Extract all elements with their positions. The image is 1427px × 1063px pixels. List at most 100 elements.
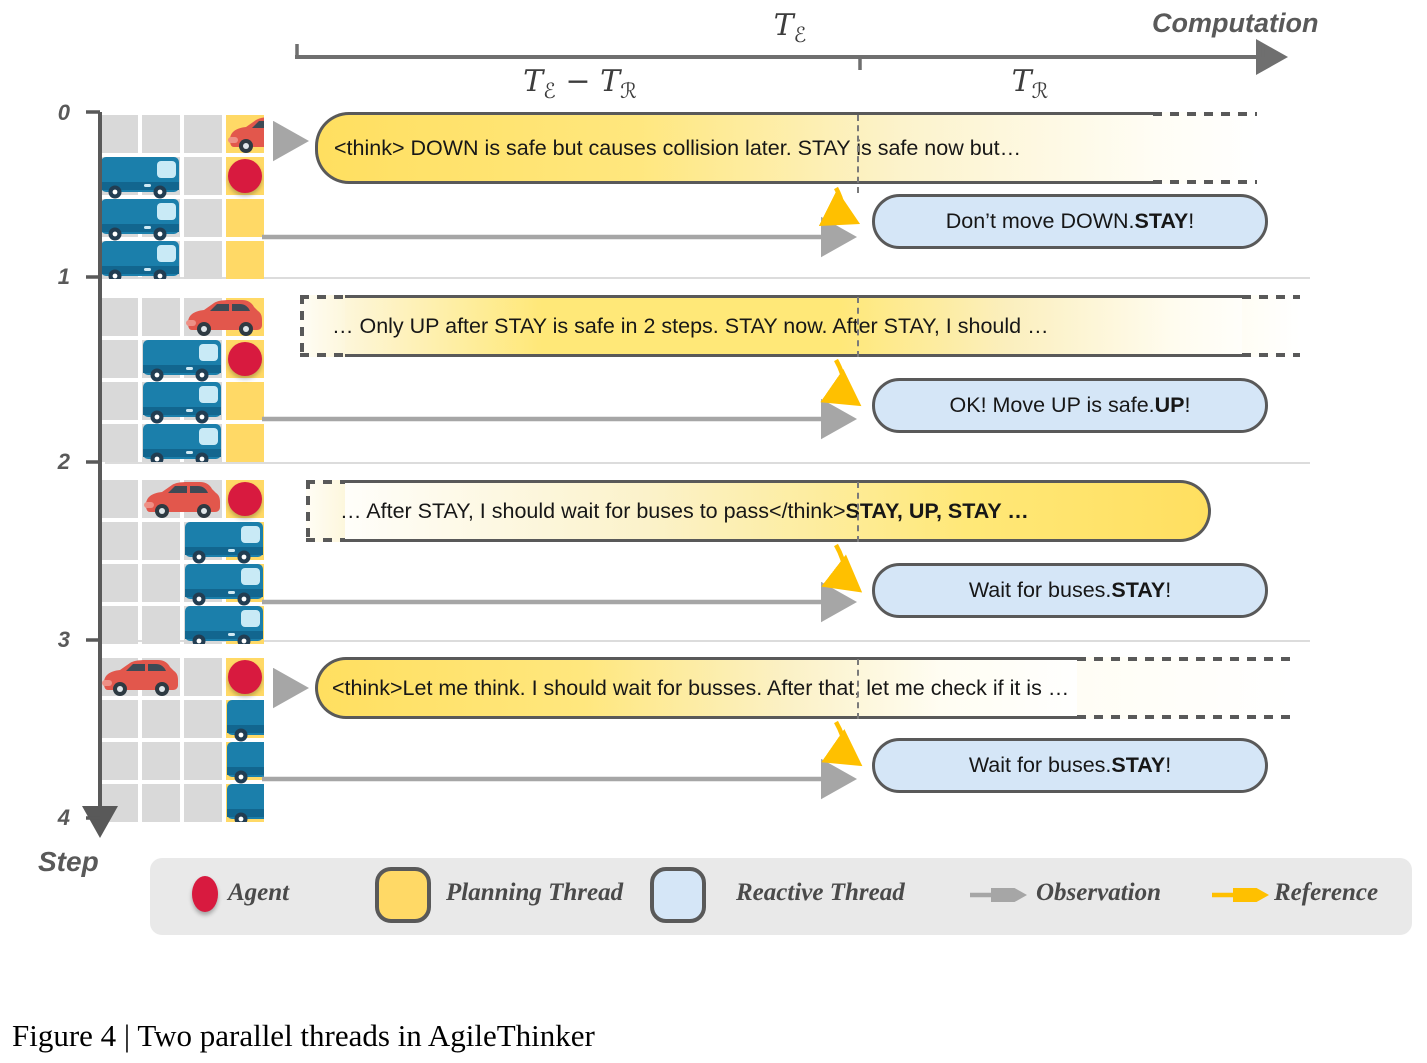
reference-arrow-0 xyxy=(818,186,861,227)
bus-icon xyxy=(226,698,264,747)
legend-label-agent: Agent xyxy=(228,879,290,906)
computation-axis xyxy=(295,39,1288,75)
road-cell xyxy=(184,199,222,237)
step-tick-1: 1 xyxy=(57,264,70,289)
planning-text: … Only UP after STAY is safe in 2 steps.… xyxy=(332,295,1049,357)
planning-text: … After STAY, I should wait for buses to… xyxy=(340,480,1029,542)
timeline-left-label: Tℰ − Tℛ xyxy=(523,64,637,103)
road-cell xyxy=(142,522,180,560)
text-segment: ! xyxy=(1184,393,1191,417)
bus-icon xyxy=(226,740,264,789)
bus-icon xyxy=(142,338,222,387)
timeline-right-label: Tℛ xyxy=(1011,64,1049,103)
text-segment: OK! Move UP is safe. xyxy=(949,393,1155,417)
row-separator xyxy=(105,462,1310,464)
reactive-thread-legend-icon xyxy=(650,867,706,923)
text-segment: <think>Let me think. I should wait for b… xyxy=(332,675,1070,700)
road-cell xyxy=(184,700,222,738)
legend: Agent Planning Thread Reactive Thread Ob… xyxy=(150,858,1412,935)
agent-dot xyxy=(228,342,262,376)
planning-box-continuation xyxy=(306,480,345,542)
agent-legend-icon xyxy=(192,876,218,912)
planning-box-continuation xyxy=(1242,295,1300,357)
legend-label-observation: Observation xyxy=(1036,879,1161,906)
road-cell xyxy=(100,564,138,602)
text-segment: <think> DOWN is safe but causes collisio… xyxy=(334,135,1022,160)
road-cell xyxy=(184,784,222,822)
car-icon xyxy=(226,115,264,159)
reference-arrow-1 xyxy=(820,358,862,407)
agent-dot xyxy=(228,660,262,694)
step-tick-2: 2 xyxy=(57,449,70,474)
road-cell xyxy=(184,658,222,696)
reactive-box-step-2: Wait for buses. STAY! xyxy=(872,563,1268,618)
deadline-divider xyxy=(857,659,859,719)
planning-box-step-1 xyxy=(345,295,1242,357)
deadline-divider xyxy=(857,115,859,193)
text-segment: … After STAY, I should wait for buses to… xyxy=(340,498,846,523)
game-grid-step-3 xyxy=(100,658,264,822)
road-cell xyxy=(100,480,138,518)
legend-label-reference: Reference xyxy=(1274,879,1379,906)
road-cell xyxy=(142,115,180,153)
reactive-box-step-0: Don’t move DOWN. STAY! xyxy=(872,194,1268,249)
reference-arrow-2 xyxy=(821,543,863,593)
bus-icon xyxy=(226,782,264,822)
road-cell xyxy=(100,382,138,420)
planning-box-continuation xyxy=(1077,657,1291,719)
step-tick-4: 4 xyxy=(57,805,70,830)
road-cell xyxy=(100,522,138,560)
car-icon xyxy=(100,658,180,702)
game-grid-step-0 xyxy=(100,115,264,279)
bus-icon xyxy=(100,197,180,246)
road-cell xyxy=(100,115,138,153)
text-segment: Wait for buses. xyxy=(968,578,1112,602)
text-segment: ! xyxy=(1165,753,1172,777)
text-segment: … Only UP after STAY is safe in 2 steps.… xyxy=(332,313,1049,338)
reference-legend-arrow xyxy=(1212,888,1269,902)
planning-box-continuation xyxy=(300,295,345,357)
goal-cell xyxy=(226,382,264,420)
road-cell xyxy=(142,784,180,822)
road-cell xyxy=(142,700,180,738)
road-cell xyxy=(142,606,180,644)
action-token: STAY xyxy=(1111,578,1166,602)
bus-icon xyxy=(142,380,222,429)
step-axis xyxy=(82,110,118,838)
bus-icon xyxy=(100,239,180,279)
row-separator xyxy=(105,640,1310,642)
reactive-box-step-3: Wait for buses. STAY! xyxy=(872,738,1268,793)
road-cell xyxy=(184,157,222,195)
step-tick-3: 3 xyxy=(57,627,70,652)
bus-icon xyxy=(142,422,222,462)
planning-box-step-3 xyxy=(315,657,1077,719)
action-token: STAY, UP, STAY … xyxy=(845,498,1029,523)
action-token: UP xyxy=(1154,393,1185,417)
reference-arrow-3 xyxy=(821,720,863,767)
bus-icon xyxy=(184,604,264,644)
road-cell xyxy=(100,700,138,738)
car-icon xyxy=(184,298,264,342)
planning-text: <think> DOWN is safe but causes collisio… xyxy=(334,112,1021,184)
text-segment: Don’t move DOWN. xyxy=(945,209,1135,233)
row-separator xyxy=(105,277,1310,279)
deadline-divider xyxy=(857,482,859,542)
road-cell xyxy=(100,784,138,822)
game-grid-step-2 xyxy=(100,480,264,644)
road-cell xyxy=(100,298,138,336)
game-grid-step-1 xyxy=(100,298,264,462)
bus-icon xyxy=(100,155,180,204)
text-segment: Wait for buses. xyxy=(968,753,1112,777)
planning-box-step-2 xyxy=(345,480,1211,542)
planning-box-continuation xyxy=(1153,112,1257,184)
observation-legend-arrow xyxy=(970,888,1027,902)
road-cell xyxy=(184,241,222,279)
road-cell xyxy=(142,564,180,602)
planning-thread-legend-icon xyxy=(375,867,431,923)
car-icon xyxy=(142,480,222,524)
timeline-total-label: Tℰ xyxy=(773,8,807,47)
goal-cell xyxy=(226,199,264,237)
road-cell xyxy=(100,424,138,462)
text-segment: ! xyxy=(1188,209,1195,233)
